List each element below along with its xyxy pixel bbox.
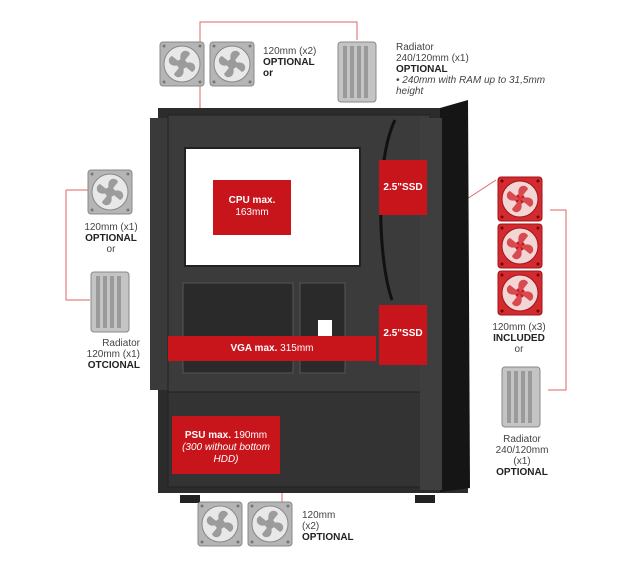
bottom-fan-icon <box>197 501 243 547</box>
ssd-bottom-zone <box>379 305 427 365</box>
top-fans-size: 120mm (x2) <box>263 46 317 57</box>
front-fans-status: INCLUDED <box>493 333 545 344</box>
vga-label-value: 315mm <box>280 343 314 354</box>
psu-zone <box>172 416 280 474</box>
front-fans-or: or <box>514 344 524 355</box>
cpu-label-value: 163mm <box>235 207 269 218</box>
rear-radiator-size: 120mm (x1) <box>86 349 140 360</box>
front-fan-icon <box>497 270 543 316</box>
rear-fan-status: OPTIONAL <box>85 233 137 244</box>
front-fans-text: 120mm (x3) INCLUDED or <box>484 322 554 355</box>
top-radiator-size: 240/120mm (x1) <box>396 53 469 64</box>
front-fans-size: 120mm (x3) <box>492 322 546 333</box>
top-fan-icon <box>159 41 205 87</box>
rear-fan-size: 120mm (x1) <box>84 222 138 233</box>
rear-radiator-icon <box>90 271 130 333</box>
bottom-fans-text: 120mm (x2) OPTIONAL <box>302 510 354 543</box>
ssd-top-label: 2.5"SSD <box>383 182 423 193</box>
bottom-fans-count: (x2) <box>302 521 320 532</box>
bottom-fan-icon <box>247 501 293 547</box>
rear-radiator-status: OTCIONAL <box>87 360 140 371</box>
top-radiator-title: Radiator <box>396 42 434 53</box>
ssd-bottom-label: 2.5"SSD <box>383 328 423 339</box>
rear-radiator-text: Radiator 120mm (x1) OTCIONAL <box>74 338 140 371</box>
vga-label-title: VGA max. <box>230 343 278 354</box>
front-radiator-status: OPTIONAL <box>496 467 548 478</box>
front-fan-icon <box>497 223 543 269</box>
psu-label-value: 190mm <box>233 430 268 441</box>
top-fans-text: 120mm (x2) OPTIONAL or <box>263 46 316 79</box>
top-radiator-status: OPTIONAL <box>396 64 448 75</box>
rear-fan-icon <box>87 169 133 215</box>
cpu-zone <box>213 180 291 235</box>
top-fans-or: or <box>263 68 273 79</box>
top-radiator-note: • 240mm with RAM up to 31,5mm height <box>396 75 546 97</box>
top-radiator-text: Radiator 240/120mm (x1) OPTIONAL • 240mm… <box>396 42 546 97</box>
psu-label-note: (300 without bottom HDD) <box>182 442 270 465</box>
top-fan-icon <box>209 41 255 87</box>
front-radiator-text: Radiator 240/120mm (x1) OPTIONAL <box>486 434 558 478</box>
top-radiator-icon <box>337 41 377 103</box>
rear-radiator-title: Radiator <box>102 338 140 349</box>
top-fans-status: OPTIONAL <box>263 57 315 68</box>
front-radiator-count: (x1) <box>513 456 531 467</box>
front-radiator-icon <box>501 366 541 428</box>
front-radiator-title: Radiator <box>503 434 541 445</box>
front-radiator-size: 240/120mm <box>495 445 549 456</box>
bottom-fans-size: 120mm <box>302 510 336 521</box>
cpu-label-title: CPU max. <box>228 195 276 206</box>
cpu-label: CPU max. 163mm <box>213 195 291 219</box>
vga-label: VGA max. 315mm <box>168 343 376 355</box>
rear-fan-text: 120mm (x1) OPTIONAL or <box>78 222 144 255</box>
psu-label-title: PSU max. <box>184 430 231 441</box>
ssd-top-zone <box>379 160 427 215</box>
vga-zone <box>168 336 376 361</box>
bottom-fans-status: OPTIONAL <box>302 532 354 543</box>
psu-label: PSU max. 190mm (300 without bottom HDD) <box>172 430 280 466</box>
rear-fan-or: or <box>106 244 116 255</box>
front-fan-icon <box>497 176 543 222</box>
